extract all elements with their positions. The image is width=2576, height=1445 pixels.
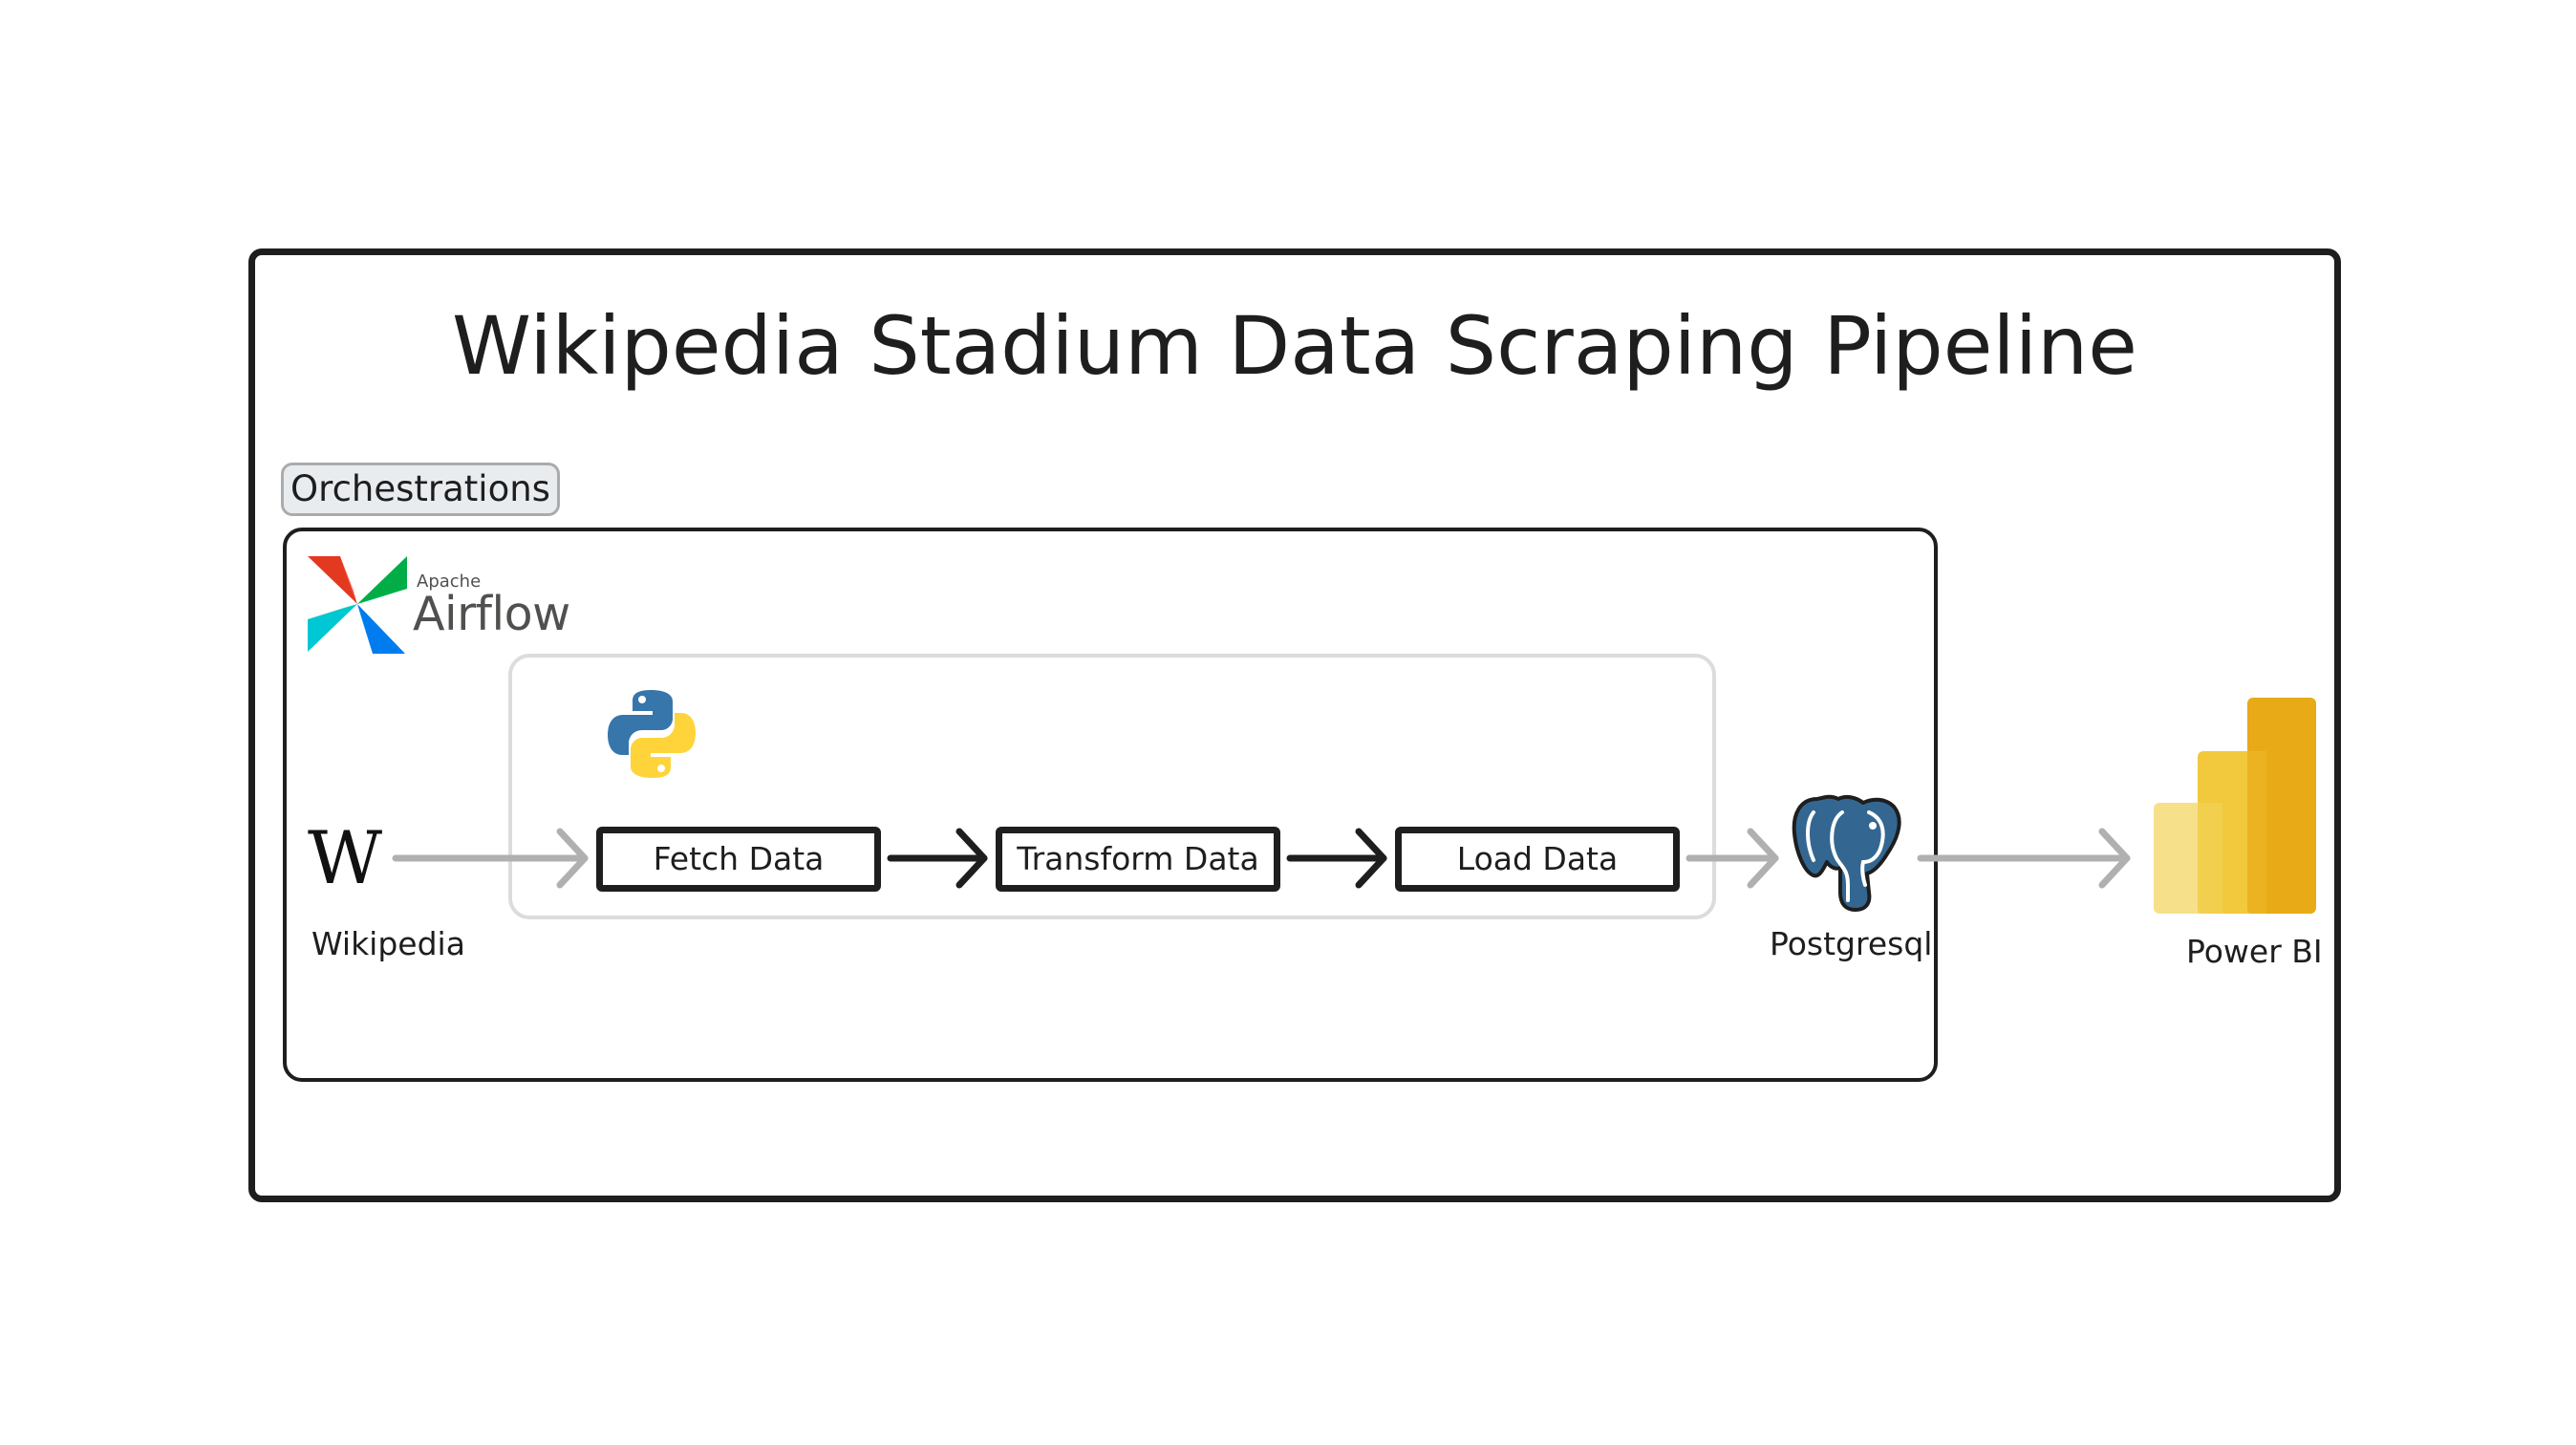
arrow-transform-to-load	[1286, 828, 1387, 889]
pipeline-frame	[248, 248, 2341, 1202]
powerbi-logo-icon	[2154, 698, 2316, 914]
postgresql-elephant-icon	[1792, 794, 1901, 912]
orchestration-container	[283, 528, 1938, 1082]
postgresql-label: Postgresql	[1770, 925, 1933, 962]
wikipedia-label: Wikipedia	[311, 925, 465, 962]
airflow-brand-text: Airflow	[413, 587, 570, 641]
wikipedia-w-icon: W	[308, 815, 383, 900]
orchestration-label: Orchestrations	[281, 463, 560, 516]
powerbi-label: Power BI	[2186, 933, 2323, 970]
step-transform-data: Transform Data	[996, 827, 1280, 892]
arrow-postgresql-to-powerbi	[1917, 828, 2131, 889]
arrow-load-to-postgresql	[1685, 828, 1779, 889]
python-task-group	[508, 654, 1716, 919]
python-logo-icon	[608, 690, 696, 778]
step-fetch-data: Fetch Data	[596, 827, 881, 892]
airflow-pinwheel-icon	[308, 556, 407, 654]
arrow-wikipedia-to-fetch	[392, 828, 589, 889]
airflow-apache-text: Apache	[417, 572, 482, 592]
step-load-data: Load Data	[1395, 827, 1680, 892]
diagram-title: Wikipedia Stadium Data Scraping Pipeline	[452, 299, 2137, 393]
arrow-fetch-to-transform	[887, 828, 988, 889]
